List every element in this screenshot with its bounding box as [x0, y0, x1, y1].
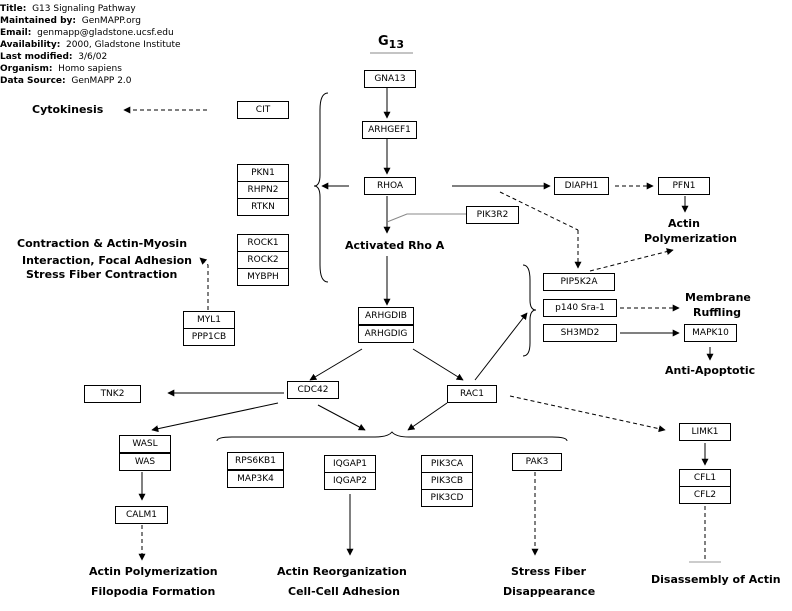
gene-was[interactable]: WAS: [119, 453, 171, 471]
label-reorganization-line2: Cell-Cell Adhesion: [288, 585, 400, 598]
gene-pik3cb[interactable]: PIK3CB: [421, 472, 473, 490]
gene-rhpn2[interactable]: RHPN2: [237, 181, 289, 199]
gene-map3k4[interactable]: MAP3K4: [227, 470, 284, 488]
gene-limk1[interactable]: LIMK1: [679, 423, 731, 441]
info-data-source: Data Source: GenMAPP 2.0: [0, 76, 132, 86]
gene-pik3r2[interactable]: PIK3R2: [466, 206, 519, 224]
gene-pfn1[interactable]: PFN1: [658, 177, 710, 195]
gene-pak3[interactable]: PAK3: [512, 453, 562, 471]
gene-sh3md2[interactable]: SH3MD2: [543, 324, 617, 342]
label-actin-line1: Actin: [668, 217, 700, 230]
gene-mapk10[interactable]: MAPK10: [684, 324, 737, 342]
gene-myl1[interactable]: MYL1: [183, 311, 235, 329]
label-stress-fiber-line2: Disappearance: [503, 585, 596, 598]
gene-cfl1[interactable]: CFL1: [679, 469, 731, 487]
pathway-info: Title: G13 Signaling Pathway Maintained …: [0, 3, 181, 87]
gene-rps6kb1[interactable]: RPS6KB1: [227, 452, 284, 470]
gene-cit[interactable]: CIT: [237, 101, 289, 119]
label-actin-line2: Polymerization: [644, 232, 737, 245]
gene-arhgdib[interactable]: ARHGDIB: [358, 307, 414, 325]
gene-gna13[interactable]: GNA13: [364, 70, 416, 88]
gene-pip5k2a[interactable]: PIP5K2A: [543, 273, 615, 291]
diagram-title: G13: [378, 34, 404, 51]
info-availability: Availability: 2000, Gladstone Institute: [0, 40, 181, 50]
label-anti-apoptotic: Anti-Apoptotic: [665, 364, 756, 377]
label-disassembly: Disassembly of Actin: [651, 573, 781, 586]
gene-pkn1[interactable]: PKN1: [237, 164, 289, 182]
label-membrane-line1: Membrane: [685, 291, 751, 304]
gene-rtkn[interactable]: RTKN: [237, 198, 289, 216]
gene-calm1[interactable]: CALM1: [115, 506, 168, 524]
gene-ppp1cb[interactable]: PPP1CB: [183, 328, 235, 346]
gene-tnk2[interactable]: TNK2: [84, 385, 141, 403]
gene-diaph1[interactable]: DIAPH1: [554, 177, 609, 195]
label-contraction-line2: Interaction, Focal Adhesion: [22, 254, 192, 267]
info-organism: Organism: Homo sapiens: [0, 64, 122, 74]
info-maintainer: Maintained by: GenMAPP.org: [0, 16, 141, 26]
label-activated-rho-a: Activated Rho A: [345, 239, 445, 252]
gene-arhgef1[interactable]: ARHGEF1: [362, 121, 417, 139]
gene-rock1[interactable]: ROCK1: [237, 234, 289, 252]
gene-wasl[interactable]: WASL: [119, 435, 171, 453]
label-cytokinesis: Cytokinesis: [32, 103, 104, 116]
gene-p140-sra-1[interactable]: p140 Sra-1: [543, 299, 617, 317]
label-contraction-line1: Contraction & Actin-Myosin: [17, 237, 188, 250]
gene-rock2[interactable]: ROCK2: [237, 251, 289, 269]
info-email: Email: genmapp@gladstone.ucsf.edu: [0, 28, 174, 38]
label-filopodia-line2: Filopodia Formation: [91, 585, 216, 598]
label-membrane-line2: Ruffling: [693, 306, 742, 319]
gene-pik3ca[interactable]: PIK3CA: [421, 455, 473, 473]
label-stress-fiber-line1: Stress Fiber: [511, 565, 587, 578]
label-reorganization-line1: Actin Reorganization: [277, 565, 407, 578]
gene-mybph[interactable]: MYBPH: [237, 268, 289, 286]
gene-cfl2[interactable]: CFL2: [679, 486, 731, 504]
label-contraction-line3: Stress Fiber Contraction: [26, 268, 178, 281]
gene-cdc42[interactable]: CDC42: [287, 381, 339, 399]
gene-rac1[interactable]: RAC1: [447, 385, 497, 403]
gene-iqgap2[interactable]: IQGAP2: [324, 472, 376, 490]
info-title: Title: G13 Signaling Pathway: [0, 4, 136, 14]
info-last-modified: Last modified: 3/6/02: [0, 52, 108, 62]
gene-rhoa[interactable]: RHOA: [364, 177, 416, 195]
gene-arhgdig[interactable]: ARHGDIG: [358, 325, 414, 343]
gene-iqgap1[interactable]: IQGAP1: [324, 455, 376, 473]
label-filopodia-line1: Actin Polymerization: [89, 565, 218, 578]
gene-pik3cd[interactable]: PIK3CD: [421, 489, 473, 507]
